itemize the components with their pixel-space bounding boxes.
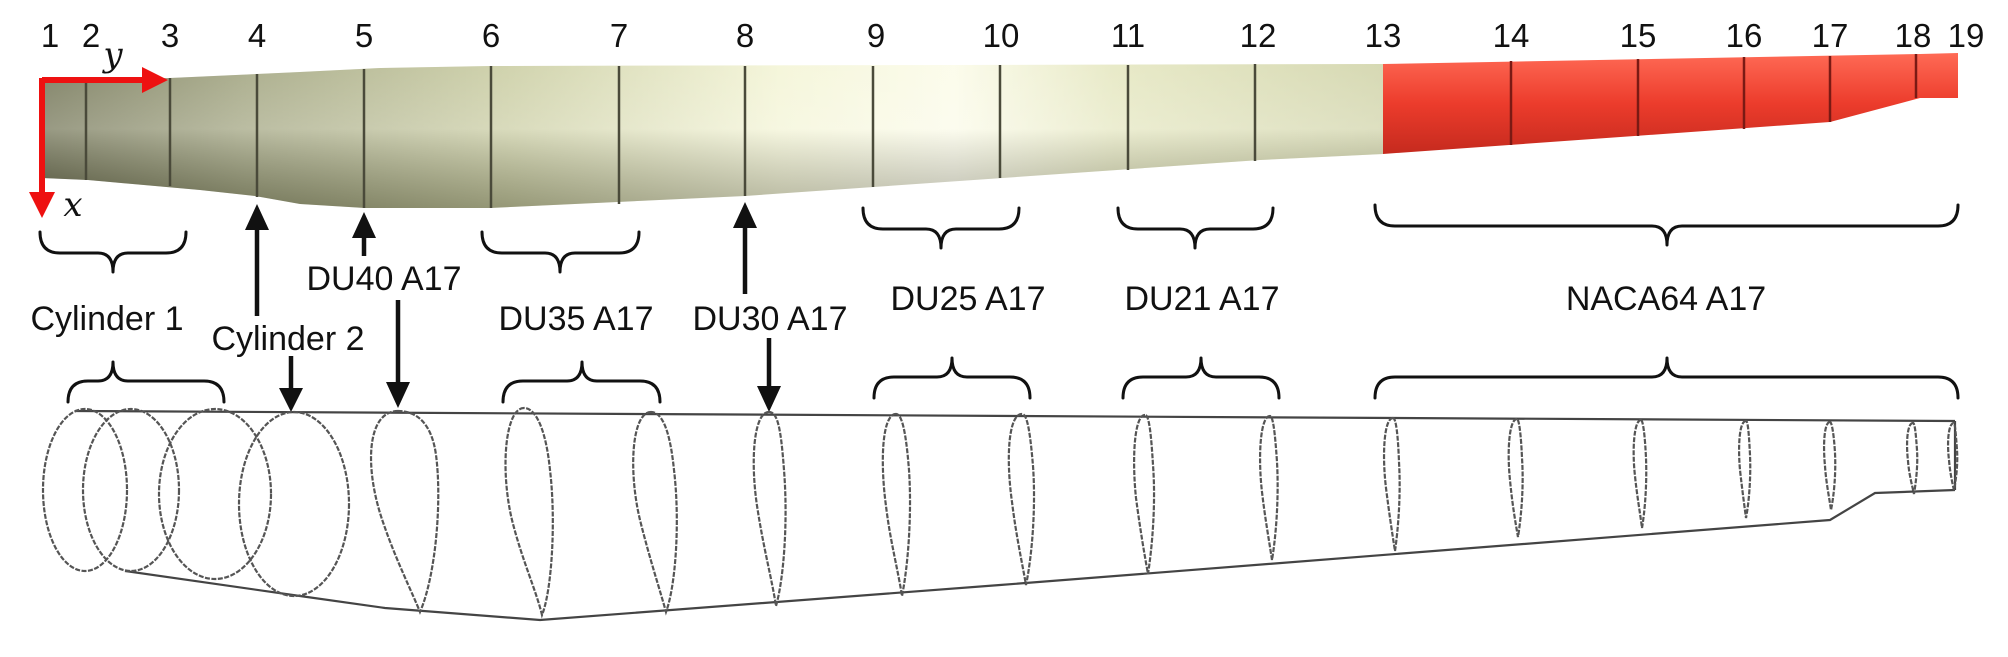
brace-cylinder1-lower — [66, 360, 226, 404]
section-profile-naca64 — [1632, 418, 1648, 529]
section-profile-cylinder — [157, 407, 273, 581]
brace-du35-lower — [501, 360, 662, 404]
label-du30: DU30 A17 — [693, 300, 848, 338]
section-profile-cylinder — [237, 410, 351, 598]
section-profile-naca64 — [1822, 420, 1837, 511]
station-number: 4 — [248, 17, 266, 54]
wireframe-outline-bottom — [124, 488, 1956, 622]
station-number: 3 — [161, 17, 179, 54]
pointer-arrows — [245, 202, 781, 412]
station-number: 8 — [736, 17, 754, 54]
label-cylinder1: Cylinder 1 — [30, 300, 183, 338]
station-number: 9 — [867, 17, 885, 54]
brace-du25-upper — [861, 206, 1021, 250]
blade-wireframe — [41, 406, 1959, 622]
brace-du25-lower — [872, 356, 1032, 400]
station-number: 19 — [1948, 17, 1985, 54]
brace-du35-upper — [480, 230, 641, 274]
arrow-cylinder2-up-head — [245, 204, 269, 230]
blade-3d — [42, 53, 1958, 208]
coordinate-axes: y x — [29, 35, 168, 225]
section-profile-du40 — [370, 409, 440, 615]
section-profile-naca64 — [1382, 416, 1401, 552]
station-number: 18 — [1895, 17, 1932, 54]
station-number: 5 — [355, 17, 373, 54]
section-profile-du35 — [632, 410, 678, 616]
label-naca64: NACA64 A17 — [1566, 280, 1766, 318]
label-cylinder2: Cylinder 2 — [211, 320, 364, 358]
airfoil-labels: Cylinder 1 Cylinder 2 DU40 A17 DU35 A17 … — [30, 260, 1766, 358]
upper-braces — [38, 203, 1960, 274]
section-profile-naca64 — [1738, 419, 1752, 519]
brace-naca64-upper — [1373, 203, 1960, 247]
section-profile-naca64 — [1946, 421, 1959, 491]
section-dividers — [84, 54, 1918, 208]
x-axis-arrow-head — [29, 192, 55, 218]
lower-braces — [66, 356, 1960, 404]
station-number: 17 — [1812, 17, 1849, 54]
station-numbers: 1 2 3 4 5 6 7 8 9 10 11 12 13 14 15 16 1… — [41, 17, 1985, 54]
station-number: 10 — [983, 17, 1020, 54]
station-number: 6 — [482, 17, 500, 54]
y-axis-arrow-head — [142, 67, 168, 93]
label-du21: DU21 A17 — [1125, 280, 1280, 318]
section-profile-naca64 — [1905, 421, 1919, 495]
label-du25: DU25 A17 — [891, 280, 1046, 318]
arrow-du40-up-head — [352, 212, 376, 238]
section-profile-cylinder — [81, 407, 181, 573]
station-number: 11 — [1111, 17, 1145, 54]
arrow-du30-down-head — [757, 386, 781, 412]
station-number: 15 — [1620, 17, 1657, 54]
brace-cylinder1-upper — [38, 230, 188, 274]
station-number: 14 — [1493, 17, 1530, 54]
section-profile-du21 — [1133, 413, 1156, 575]
station-number: 1 — [41, 17, 59, 54]
brace-naca64-lower — [1373, 356, 1960, 400]
brace-du21-upper — [1116, 206, 1275, 250]
section-profile-du25 — [1007, 412, 1036, 586]
station-number: 16 — [1726, 17, 1763, 54]
y-axis-label: y — [101, 35, 123, 75]
label-du40: DU40 A17 — [307, 260, 462, 298]
blade-tip-region — [1383, 53, 1958, 154]
brace-du21-lower — [1121, 356, 1281, 400]
station-number: 12 — [1240, 17, 1277, 54]
section-profile-cylinder — [41, 407, 129, 573]
label-du35: DU35 A17 — [499, 300, 654, 338]
arrow-du30-up-head — [733, 202, 757, 228]
arrow-du40-down-head — [386, 382, 410, 408]
station-number: 2 — [82, 17, 100, 54]
station-number: 7 — [610, 17, 628, 54]
section-profile-naca64 — [1507, 417, 1524, 538]
section-profile-du35 — [504, 406, 554, 619]
arrow-cylinder2-down-head — [279, 388, 303, 412]
x-axis-label: x — [63, 185, 82, 225]
station-number: 13 — [1365, 17, 1402, 54]
section-profile-du21 — [1258, 414, 1279, 561]
section-profile-du30 — [752, 410, 787, 607]
section-profile-du25 — [881, 412, 912, 597]
